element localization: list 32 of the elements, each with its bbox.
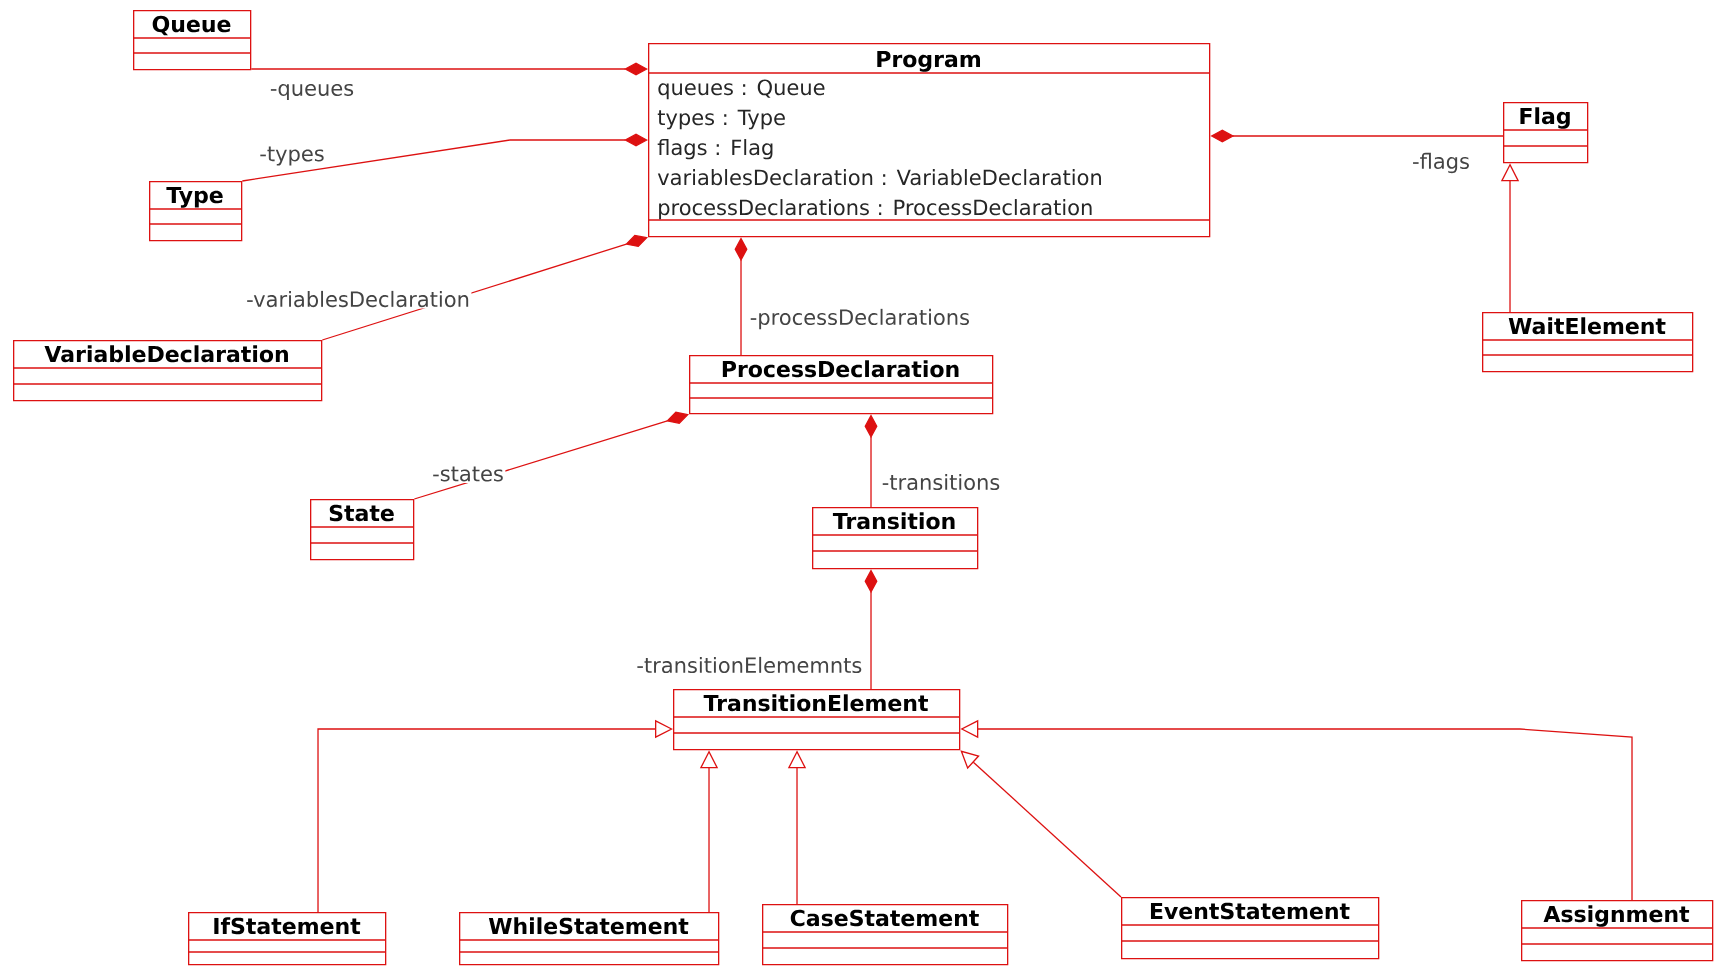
class-box: Flag (1502, 102, 1589, 164)
class-box: TransitionElement (672, 689, 961, 751)
association-line (321, 234, 648, 341)
attribute-text: types : Type (657, 109, 785, 130)
attribute-text: flags : Flag (657, 139, 773, 160)
edge-label: -queues (268, 82, 356, 102)
association-line (250, 62, 648, 76)
edge-label: -flags (1410, 151, 1472, 175)
association-line (317, 719, 673, 913)
attribute-text: variablesDeclaration : VariableDeclaration (657, 169, 1101, 186)
class-box: WaitElement (1481, 312, 1694, 373)
association-line (960, 750, 1122, 898)
attribute-text: queues : Queue (658, 79, 825, 100)
edge-label: -processDeclarations (748, 307, 972, 331)
class-box: VariableDeclaration (12, 340, 323, 402)
edge-label: -transitions (880, 472, 1002, 492)
class-box: WhileStatement (458, 912, 720, 966)
class-box: Type (148, 181, 243, 242)
class-box: State (309, 499, 415, 561)
class-box: Transition (811, 507, 979, 570)
edge-label: -transitionElememnts (634, 655, 864, 675)
class-box: CaseStatement (761, 904, 1009, 966)
class-box: Queue (132, 10, 252, 71)
class-box: IfStatement (187, 912, 387, 966)
class-box: Program queues : Queue types : Type flags : Flag variablesDeclaration : VariableDeclaration processDeclarations : ProcessDeclaration (647, 43, 1211, 238)
class-box: EventStatement (1120, 897, 1380, 960)
association-line (241, 133, 648, 182)
edge-label: -variablesDeclaration (244, 289, 472, 309)
class-box: Assignment (1520, 900, 1714, 962)
attribute-text: processDeclarations : ProcessDeclaration (659, 199, 1092, 220)
class-box: ProcessDeclaration (688, 355, 994, 415)
association-line (413, 411, 689, 500)
